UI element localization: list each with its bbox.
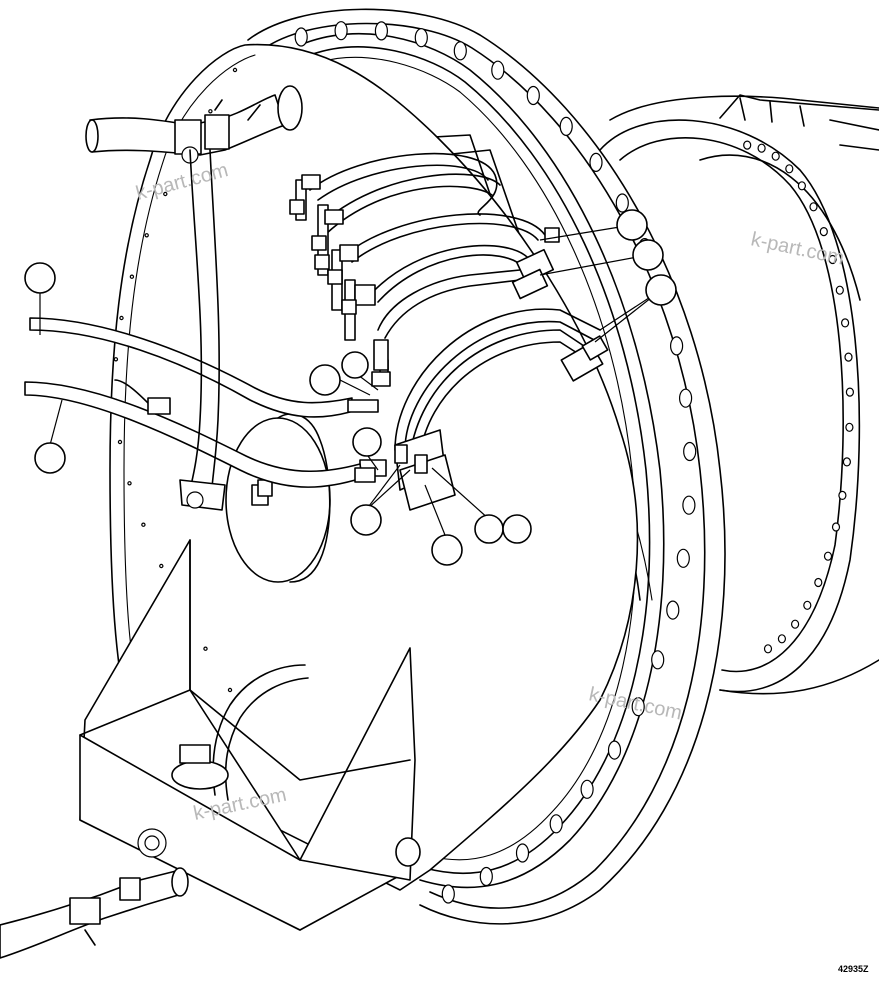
- flange-bolt-hole: [453, 41, 467, 61]
- callout-bubble-11[interactable]: [632, 239, 664, 271]
- cover-rivet: [119, 315, 124, 321]
- flange-bolt-hole: [374, 21, 388, 41]
- rear-drum-bolt-holes: [743, 140, 855, 654]
- flange-bolt-hole: [479, 866, 493, 887]
- callout-bubble-5[interactable]: [352, 427, 382, 457]
- drum-bolt-hole: [763, 644, 773, 654]
- flange-bolt-hole: [526, 85, 540, 106]
- cover-rivet: [163, 191, 168, 197]
- flange-bolt-hole: [631, 697, 645, 717]
- callout-leaders: [39, 224, 662, 541]
- drum-bolt-hole: [790, 619, 800, 629]
- flange-bolt-hole: [491, 60, 505, 80]
- flange-ring: [247, 8, 726, 925]
- drum-bolt-hole: [828, 254, 837, 265]
- rear-drum: [599, 94, 879, 695]
- oil-tray: [79, 539, 421, 931]
- drum-bolt-hole: [831, 522, 841, 532]
- cover-rivet: [159, 563, 164, 569]
- flange-bolt-hole: [549, 814, 563, 834]
- flange-bolt-hole: [678, 388, 693, 408]
- cover-rivet: [129, 274, 135, 279]
- flange-bolt-hole: [334, 21, 348, 41]
- callout-bubble-4[interactable]: [341, 351, 369, 379]
- drum-bolt-hole: [819, 227, 828, 237]
- flange-bolt-hole: [607, 740, 622, 760]
- drum-bolt-hole: [757, 143, 766, 153]
- flange-bolt-hole: [589, 152, 603, 172]
- cover-rivet: [227, 687, 233, 693]
- flange-bolt-hole: [683, 441, 697, 462]
- flange-bolt-hole: [676, 548, 690, 568]
- cover-rivet: [113, 357, 119, 362]
- gauge-fittings: [289, 174, 609, 387]
- supply-hoses: [24, 317, 379, 488]
- watermark: k-part.com: [749, 228, 846, 269]
- top-inlet-pipe: [85, 85, 303, 164]
- drum-bolt-hole: [823, 551, 833, 561]
- drum-bolt-hole: [797, 181, 807, 191]
- drum-bolt-hole: [838, 490, 847, 500]
- cover-rivet: [232, 67, 238, 73]
- callout-bubble-12[interactable]: [645, 274, 677, 306]
- callout-bubble-3[interactable]: [309, 364, 341, 396]
- flange-bolt-hole: [669, 336, 684, 356]
- callouts: [24, 209, 677, 566]
- drum-bolt-hole: [840, 318, 850, 328]
- flange-bolt-hole: [559, 116, 573, 137]
- callout-bubble-1[interactable]: [24, 262, 56, 294]
- drum-bolt-hole: [771, 151, 780, 161]
- cover-rivet: [141, 522, 146, 527]
- callout-bubble-7[interactable]: [431, 534, 463, 566]
- flange-bolt-hole: [294, 27, 308, 47]
- cover-rivet: [144, 233, 149, 238]
- drum-bolt-hole: [844, 352, 853, 362]
- drum-bolt-hole: [842, 457, 852, 467]
- drum-bolt-hole: [803, 600, 812, 610]
- flange-bolt-hole: [615, 193, 629, 213]
- drum-bolt-hole: [845, 422, 854, 432]
- drum-bolt-hole: [845, 387, 855, 397]
- drum-bolt-hole: [777, 634, 787, 644]
- flange-bolt-hole: [515, 843, 530, 863]
- flange-bolt-hole: [441, 884, 455, 904]
- hydraulic-hoses: [309, 152, 601, 456]
- drum-bolt-hole: [743, 140, 752, 150]
- cover-rivet: [203, 646, 208, 651]
- drum-bolt-hole: [809, 202, 818, 212]
- drum-bolt-hole: [814, 577, 823, 588]
- callout-bubble-6[interactable]: [350, 504, 382, 536]
- callout-bubble-10[interactable]: [616, 209, 648, 241]
- flange-bolt-hole: [682, 495, 696, 515]
- cover-rivet: [127, 481, 132, 486]
- flange-bolt-hole: [651, 650, 665, 670]
- watermark: k-part.com: [587, 683, 684, 724]
- callout-bubble-8[interactable]: [474, 514, 504, 544]
- callout-bubble-9[interactable]: [502, 514, 532, 544]
- drum-bolt-hole: [835, 285, 844, 295]
- drawing-reference-number: 42935Z: [838, 964, 869, 974]
- flange-bolt-hole: [580, 779, 594, 799]
- cover-rivet: [208, 109, 213, 114]
- valve-block: [359, 429, 456, 511]
- return-pipe: [179, 149, 226, 511]
- drain-hose: [0, 867, 189, 959]
- flange-bolt-hole: [414, 28, 428, 48]
- callout-bubble-2[interactable]: [34, 442, 66, 474]
- flange-bolt-hole: [666, 600, 680, 620]
- cover-rivet: [117, 439, 123, 445]
- drum-bolt-hole: [785, 164, 794, 174]
